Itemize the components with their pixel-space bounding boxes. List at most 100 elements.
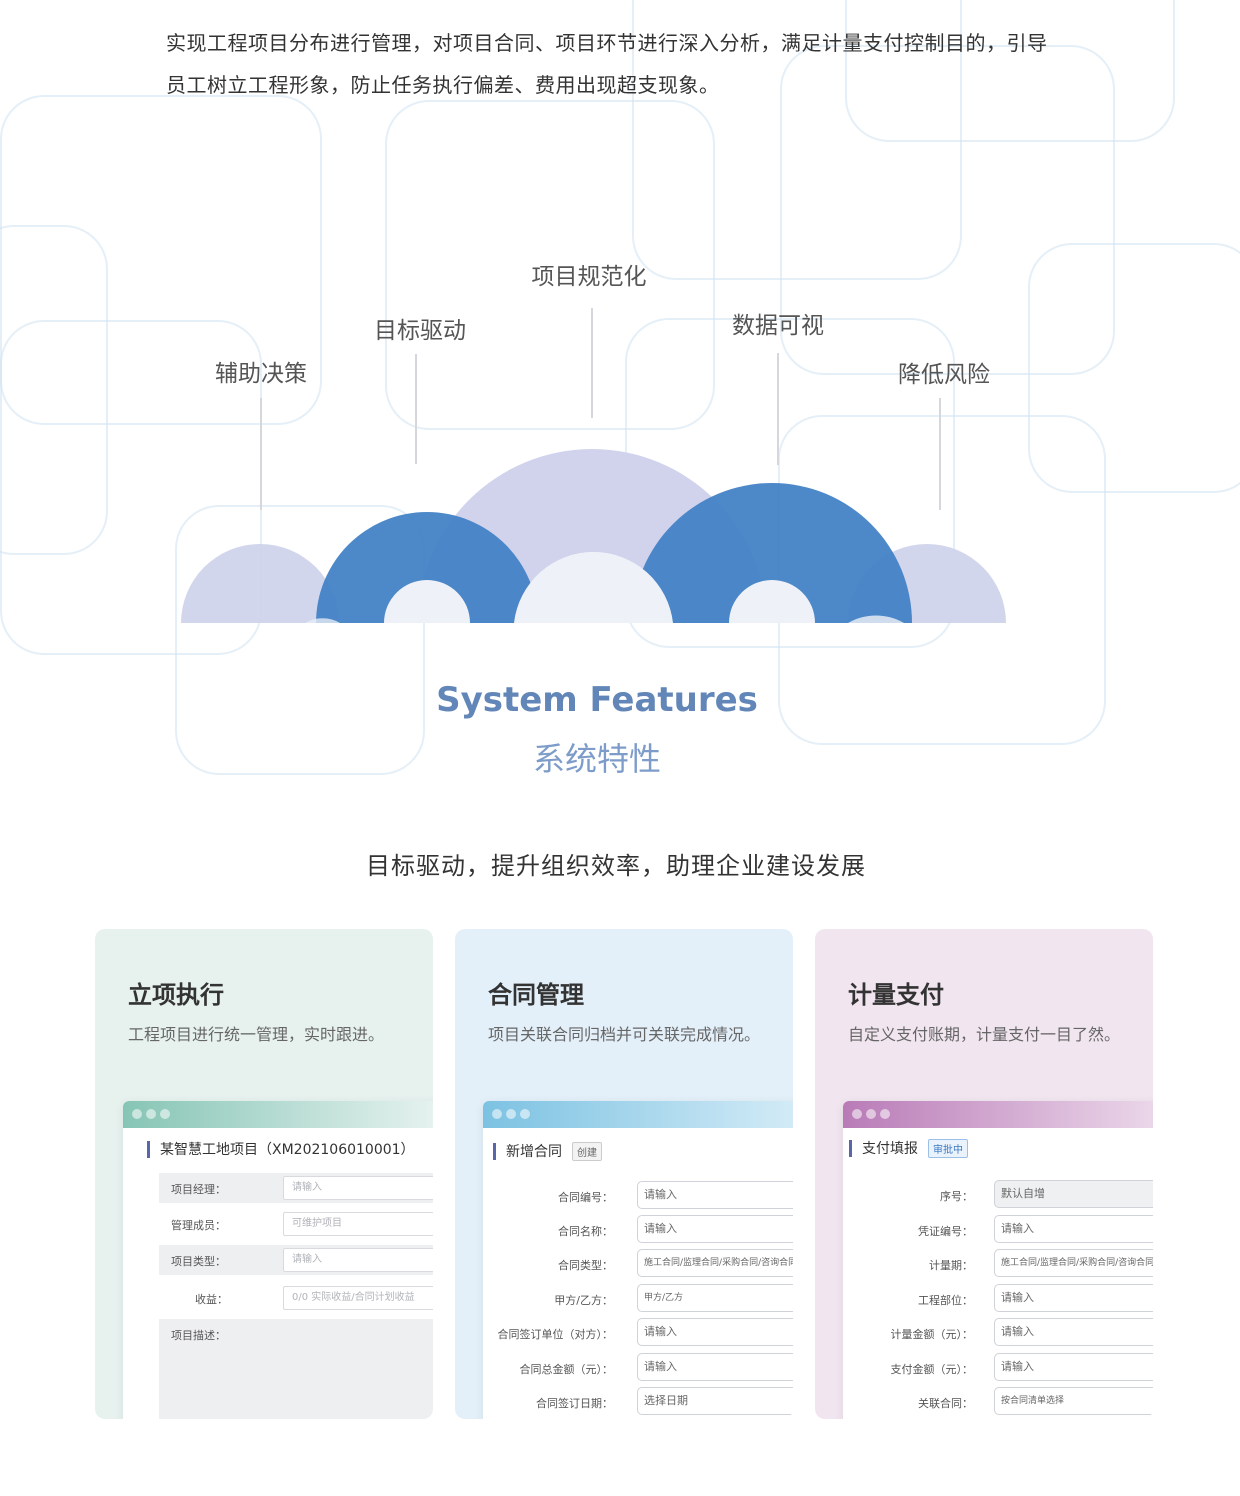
form-row: 凭证编号： 请输入	[843, 1215, 1153, 1245]
voucher-number-input[interactable]: 请输入	[994, 1215, 1153, 1243]
revenue-input[interactable]: 0/0 实际收益/合同计划收益	[283, 1286, 433, 1310]
project-manager-input[interactable]: 请输入	[283, 1176, 433, 1200]
form-row: 序号： 默认自增	[843, 1180, 1153, 1210]
feature-connector-line	[939, 398, 941, 510]
project-type-input[interactable]: 请输入	[283, 1248, 433, 1272]
window-dot-icon	[160, 1109, 170, 1119]
signing-unit-input[interactable]: 请输入	[637, 1318, 793, 1346]
payment-amount-input[interactable]: 请输入	[994, 1353, 1153, 1381]
measurement-period-select[interactable]: 施工合同/监理合同/采购合同/咨询合同/	[994, 1249, 1153, 1277]
members-input[interactable]: 可维护项目	[283, 1212, 433, 1236]
mock-title: 新增合同	[506, 1144, 562, 1160]
serial-number-input[interactable]: 默认自增	[994, 1180, 1153, 1208]
dome-pale-right-edge	[848, 615, 904, 623]
card-description: 项目关联合同归档并可关联完成情况。	[488, 1025, 761, 1044]
field-label: 管理成员：	[171, 1219, 226, 1232]
card-description: 工程项目进行统一管理，实时跟进。	[128, 1025, 385, 1044]
section-title-zh: 系统特性	[532, 740, 661, 778]
dome-left	[181, 544, 339, 623]
card-description: 自定义支付账期，计量支付一目了然。	[848, 1025, 1121, 1044]
window-dot-icon	[852, 1109, 862, 1119]
contract-type-select[interactable]: 施工合同/监理合同/采购合同/咨询合同/	[637, 1249, 793, 1277]
dome-blue-left	[316, 512, 538, 623]
feature-card-contract-management[interactable]: 合同管理 项目关联合同归档并可关联完成情况。 新增合同 创建 合同编号： 请输入…	[455, 929, 793, 1419]
feature-label-goal-driven: 目标驱动	[374, 318, 466, 344]
dome-pale-left-inner	[384, 580, 470, 623]
form-row: 工程部位： 请输入	[843, 1284, 1153, 1314]
status-badge: 审批中	[928, 1138, 968, 1158]
card-title: 计量支付	[848, 981, 944, 1009]
mock-window: 某智慧工地项目（XM202106010001） 项目经理： 请输入 管理成员： …	[123, 1101, 433, 1419]
field-label: 支付金额（元）：	[890, 1363, 974, 1376]
mock-header: 新增合同 创建	[493, 1141, 602, 1161]
form-row-description: 项目描述：	[159, 1319, 433, 1419]
contract-amount-input[interactable]: 请输入	[637, 1353, 793, 1381]
window-dot-icon	[132, 1109, 142, 1119]
field-label: 计量金额（元）：	[890, 1328, 974, 1341]
field-label: 工程部位：	[918, 1294, 973, 1307]
project-part-input[interactable]: 请输入	[994, 1284, 1153, 1312]
section-subtitle: 目标驱动，提升组织效率，助理企业建设发展	[366, 852, 866, 880]
section-title-en: System Features	[436, 680, 758, 720]
field-label: 序号：	[940, 1190, 973, 1203]
mock-window: 支付填报 审批中 序号： 默认自增 凭证编号： 请输入 计量期： 施工合同/监理…	[843, 1101, 1153, 1419]
window-dot-icon	[520, 1109, 530, 1119]
window-dot-icon	[866, 1109, 876, 1119]
field-label: 合同名称：	[558, 1225, 613, 1238]
field-label: 合同签订单位（对方）：	[497, 1328, 614, 1341]
feature-label-risk-reduction: 降低风险	[898, 362, 990, 388]
feature-label-decision-support: 辅助决策	[215, 361, 307, 387]
measurement-amount-input[interactable]: 请输入	[994, 1318, 1153, 1346]
dome-pale-small-left	[305, 618, 340, 623]
card-title: 立项执行	[128, 981, 224, 1009]
field-label: 收益：	[195, 1293, 228, 1306]
form-row: 关联合同： 按合同清单选择	[843, 1387, 1153, 1417]
feature-connector-line	[415, 354, 417, 464]
field-label: 关联合同：	[918, 1397, 973, 1410]
form-row: 甲方/乙方： 甲方/乙方	[483, 1284, 793, 1314]
form-row: 计量金额（元）： 请输入	[843, 1318, 1153, 1348]
domes-graphic	[181, 449, 1006, 623]
field-label: 项目经理：	[171, 1183, 226, 1196]
contract-name-input[interactable]: 请输入	[637, 1215, 793, 1243]
mock-title-bar	[843, 1101, 1153, 1128]
mock-header: 某智慧工地项目（XM202106010001）	[147, 1139, 415, 1159]
form-row: 合同名称： 请输入	[483, 1215, 793, 1245]
intro-line: 实现工程项目分布进行管理，对项目合同、项目环节进行深入分析，满足计量支付控制目的…	[166, 31, 1048, 55]
signing-date-picker[interactable]: 选择日期	[637, 1387, 793, 1415]
dome-pale-center	[514, 551, 673, 623]
form-row: 合同类型： 施工合同/监理合同/采购合同/咨询合同/	[483, 1249, 793, 1279]
window-dot-icon	[880, 1109, 890, 1119]
related-contract-select[interactable]: 按合同清单选择	[994, 1387, 1153, 1415]
form-row: 合同编号： 请输入	[483, 1181, 793, 1211]
form-row: 合同签订日期： 选择日期	[483, 1387, 793, 1417]
field-label: 合同总金额（元）：	[519, 1363, 614, 1376]
field-label: 合同签订日期：	[536, 1397, 613, 1410]
form-row: 项目类型： 请输入	[159, 1245, 433, 1275]
form-row: 计量期： 施工合同/监理合同/采购合同/咨询合同/	[843, 1249, 1153, 1279]
mock-header: 支付填报 审批中	[849, 1138, 968, 1158]
card-title: 合同管理	[488, 981, 584, 1009]
field-label: 计量期：	[929, 1259, 973, 1272]
window-dot-icon	[146, 1109, 156, 1119]
mock-title-bar	[483, 1101, 793, 1128]
feature-connector-line	[591, 308, 593, 418]
form-row: 支付金额（元）： 请输入	[843, 1353, 1153, 1383]
accent-bar	[147, 1140, 150, 1158]
form-row: 项目经理： 请输入	[159, 1173, 433, 1203]
accent-bar	[849, 1139, 852, 1157]
field-label: 凭证编号：	[918, 1225, 973, 1238]
party-select[interactable]: 甲方/乙方	[637, 1284, 793, 1312]
feature-connector-line	[260, 398, 262, 510]
project-form: 项目经理： 请输入 管理成员： 可维护项目 项目类型： 请输入 收益： 0/0 …	[159, 1173, 433, 1419]
form-row: 管理成员： 可维护项目	[159, 1209, 433, 1239]
feature-card-project-execution[interactable]: 立项执行 工程项目进行统一管理，实时跟进。 某智慧工地项目（XM20210601…	[95, 929, 433, 1419]
feature-label-standardization: 项目规范化	[531, 264, 647, 290]
form-row: 收益： 0/0 实际收益/合同计划收益	[159, 1283, 433, 1313]
features-illustration: 辅助决策 目标驱动 项目规范化 数据可视 降低风险	[0, 0, 1240, 640]
field-label: 项目类型：	[171, 1255, 226, 1268]
feature-card-measurement-payment[interactable]: 计量支付 自定义支付账期，计量支付一目了然。 支付填报 审批中 序号： 默认自增…	[815, 929, 1153, 1419]
intro-line: 员工树立工程形象，防止任务执行偏差、费用出现超支现象。	[166, 73, 720, 97]
feature-label-data-visualization: 数据可视	[732, 313, 824, 339]
contract-number-input[interactable]: 请输入	[637, 1181, 793, 1209]
